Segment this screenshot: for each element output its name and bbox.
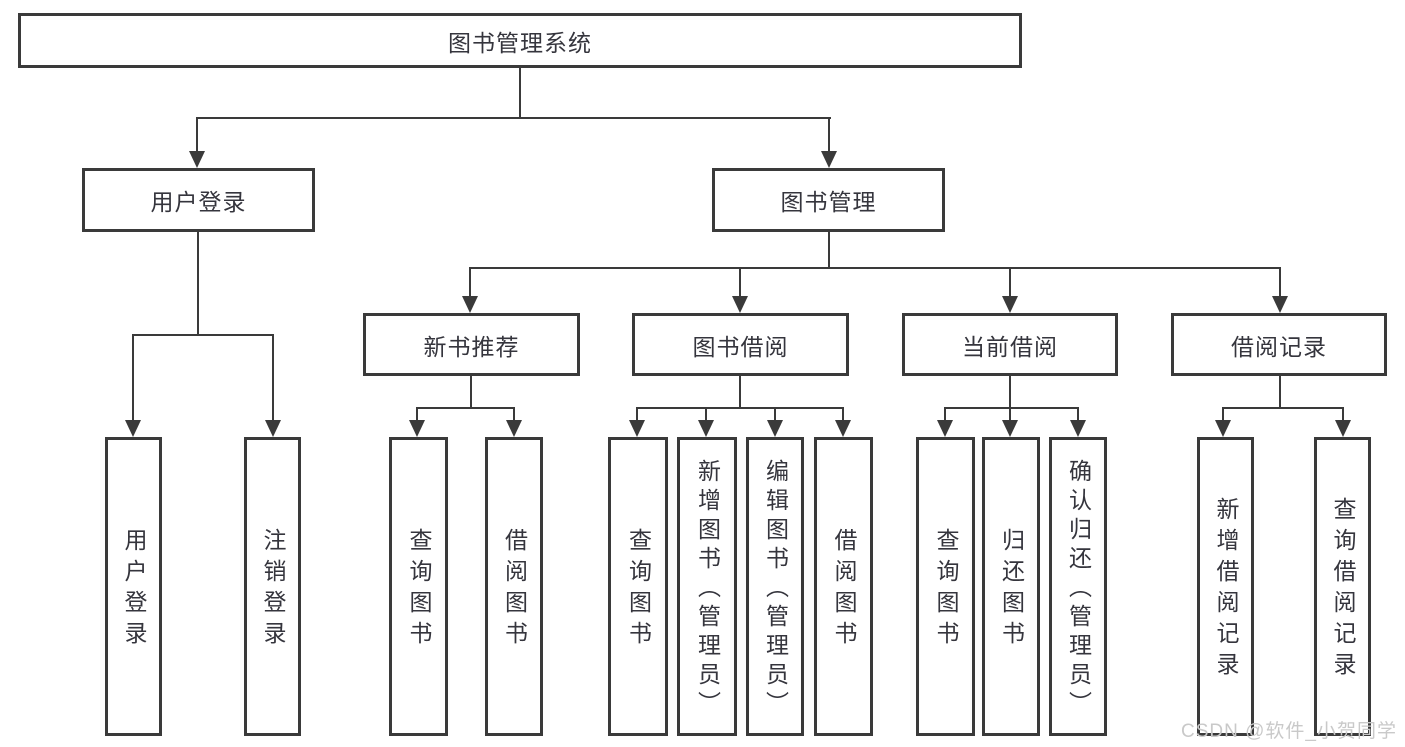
arrow-down-icon [1070,420,1086,437]
arrow-down-icon [409,420,425,437]
connector-line [1009,376,1011,409]
connector-line [944,407,946,421]
connector-line [1279,267,1281,297]
leaf-add-borrow-record: 新增借阅记录 [1197,437,1254,736]
arrow-down-icon [937,420,953,437]
arrow-down-icon [189,151,205,168]
connector-line [196,117,831,119]
arrow-down-icon [1002,296,1018,313]
leaf-query-books-recommend: 查询图书 [389,437,448,736]
connector-line [739,376,741,409]
connector-line [1342,407,1344,421]
arrow-down-icon [1272,296,1288,313]
connector-line [944,407,1079,409]
connector-line [416,407,515,409]
arrow-down-icon [506,420,522,437]
leaf-add-book-admin: 新增图书（管理员） [677,437,737,736]
connector-line [828,117,830,152]
arrow-down-icon [767,420,783,437]
connector-line [469,267,471,297]
connector-line [1009,407,1011,421]
node-new-book-recommendation: 新书推荐 [363,313,580,376]
leaf-borrow-books-borrowing: 借阅图书 [814,437,873,736]
connector-line [196,117,198,152]
arrow-down-icon [835,420,851,437]
leaf-query-books-current: 查询图书 [916,437,975,736]
arrow-down-icon [1215,420,1231,437]
leaf-logout: 注销登录 [244,437,301,736]
arrow-down-icon [1335,420,1351,437]
connector-line [132,334,274,336]
connector-line [705,407,707,421]
connector-line [1222,407,1344,409]
node-book-borrowing: 图书借阅 [632,313,849,376]
csdn-watermark: CSDN @软件_小贺同学 [1181,721,1397,742]
connector-line [739,267,741,297]
connector-line [636,407,844,409]
connector-line [842,407,844,421]
connector-line [416,407,418,421]
leaf-query-books-borrowing: 查询图书 [608,437,668,736]
connector-line [636,407,638,421]
leaf-query-borrow-record: 查询借阅记录 [1314,437,1371,736]
node-borrowing-records: 借阅记录 [1171,313,1387,376]
arrow-down-icon [265,420,281,437]
connector-line [1279,376,1281,409]
node-current-borrowing: 当前借阅 [902,313,1118,376]
connector-line [272,334,274,421]
connector-line [1009,267,1011,297]
node-user-login: 用户登录 [82,168,315,232]
connector-line [513,407,515,421]
leaf-user-login: 用户登录 [105,437,162,736]
arrow-down-icon [629,420,645,437]
connector-line [774,407,776,421]
arrow-down-icon [125,420,141,437]
connector-line [470,376,472,409]
leaf-return-book: 归还图书 [982,437,1040,736]
connector-line [1222,407,1224,421]
arrow-down-icon [821,151,837,168]
connector-line [469,267,1281,269]
node-library-management-system: 图书管理系统 [18,13,1022,68]
leaf-borrow-books-recommend: 借阅图书 [485,437,543,736]
arrow-down-icon [1002,420,1018,437]
connector-line [828,232,830,269]
leaf-confirm-return-admin: 确认归还（管理员） [1049,437,1107,736]
connector-line [197,232,199,336]
arrow-down-icon [462,296,478,313]
arrow-down-icon [698,420,714,437]
connector-line [132,334,134,421]
connector-line [1077,407,1079,421]
leaf-edit-book-admin: 编辑图书（管理员） [746,437,804,736]
node-book-management: 图书管理 [712,168,945,232]
connector-line [519,68,521,118]
arrow-down-icon [732,296,748,313]
